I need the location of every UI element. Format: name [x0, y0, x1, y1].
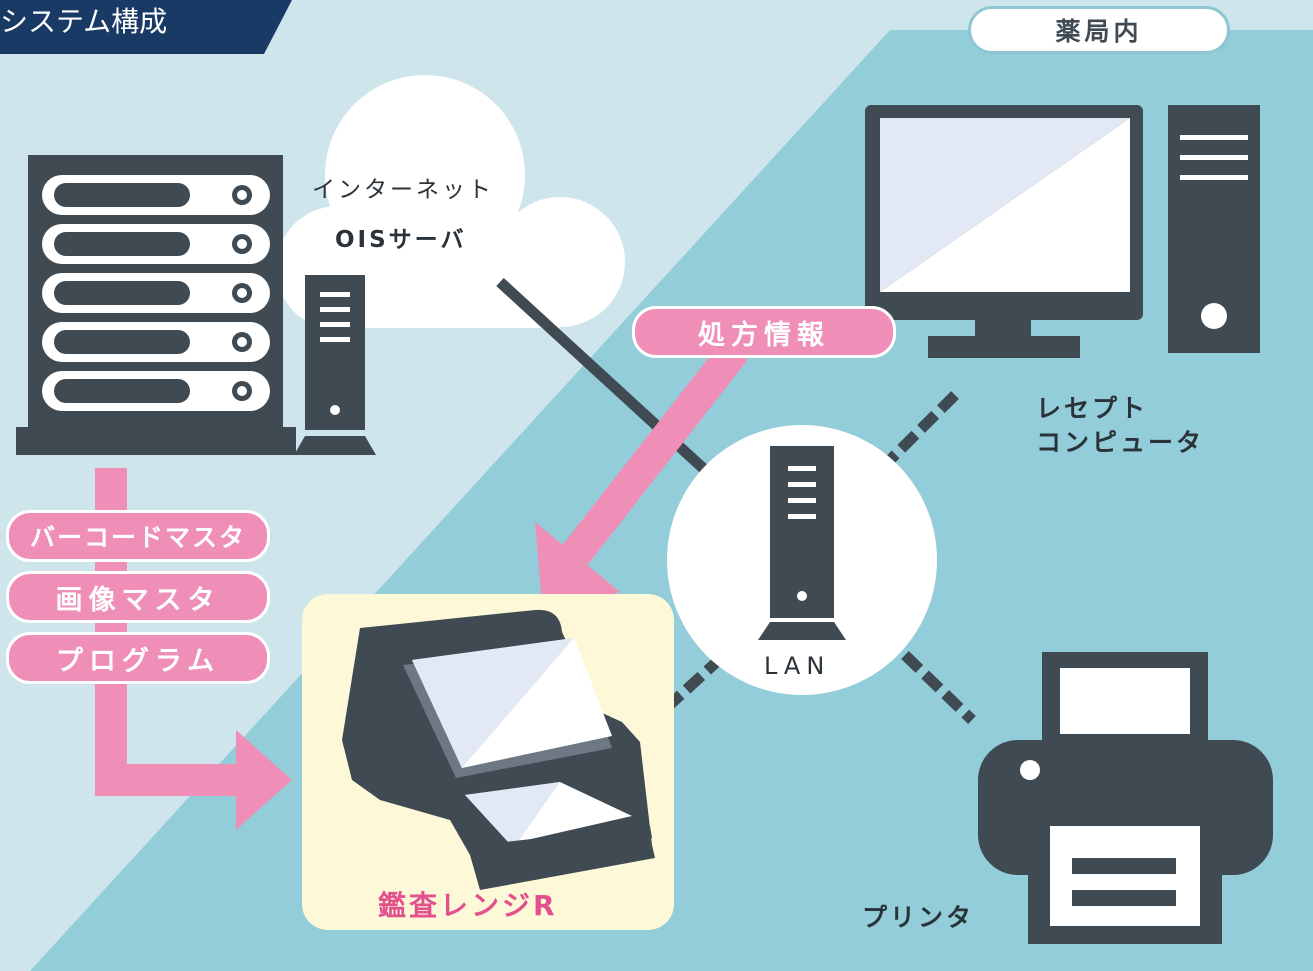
cloud-shape	[276, 75, 625, 330]
rack-server-icon	[16, 155, 296, 455]
pharmacy-zone-label: 薬局内	[968, 6, 1230, 54]
receipt-computer-label-line2: コンピュータ	[1036, 428, 1205, 457]
title-banner	[0, 0, 292, 54]
prescription-info-pill: 処方情報	[632, 306, 896, 358]
device-label: 鑑査レンジR	[378, 889, 558, 922]
printer-icon	[978, 652, 1273, 944]
cloud-label-internet: インターネット	[312, 177, 494, 203]
master-pill-barcode: バーコードマスタ	[6, 510, 270, 562]
receipt-computer-label-line1: レセプト	[1036, 394, 1149, 423]
page-title: システム構成	[0, 5, 168, 38]
lan-label: LAN	[764, 652, 831, 680]
master-pill-image: 画像マスタ	[6, 571, 270, 623]
lan-server-icon	[758, 446, 846, 640]
tower-server-icon	[294, 275, 376, 455]
inspection-device-icon	[342, 609, 655, 890]
prescription-arrow	[535, 340, 748, 616]
master-pill-program: プログラム	[6, 632, 270, 684]
receipt-computer-icon	[865, 105, 1260, 358]
cloud-label-server: OISサーバ	[335, 227, 467, 253]
printer-label: プリンタ	[862, 903, 975, 932]
